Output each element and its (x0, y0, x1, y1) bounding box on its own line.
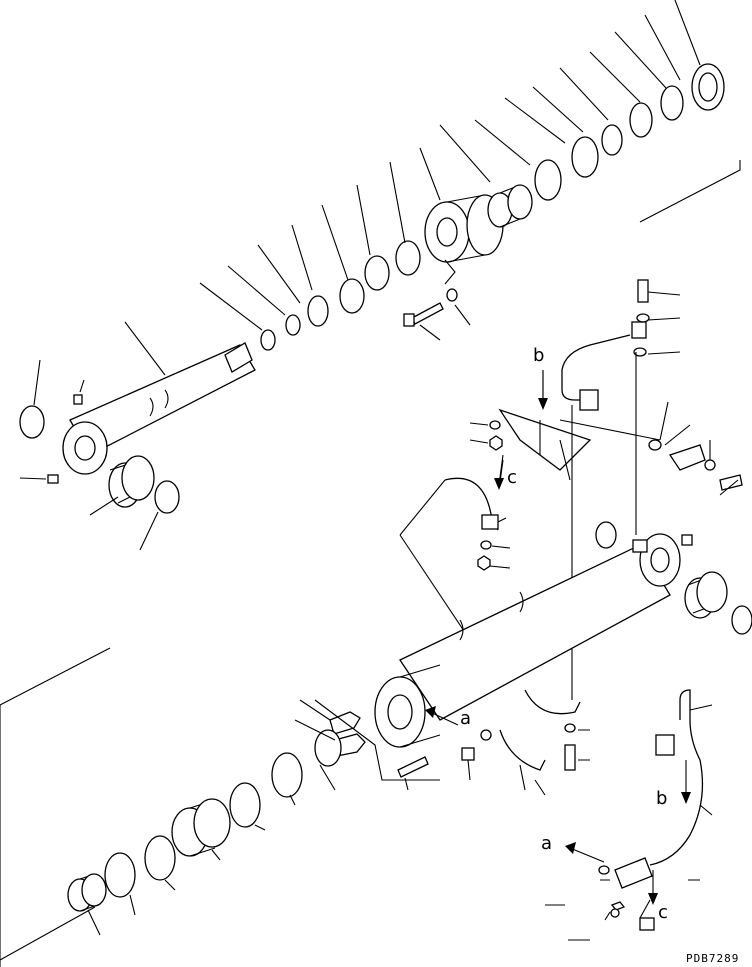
grease-fittings (47, 394, 83, 484)
callout-b-lower: b (656, 788, 667, 809)
piston-seal-rings (104, 729, 342, 898)
pipe-flange-right (648, 439, 743, 491)
callout-a-lower: a (541, 833, 552, 854)
arrow-b-lower (681, 760, 691, 804)
tube-flange (374, 664, 441, 748)
rod-bushing (108, 455, 155, 508)
arrow-a-lower (565, 842, 605, 863)
pipe-clamp-upper (498, 408, 592, 481)
arrow-c-lower (648, 870, 658, 905)
callout-a-mid: a (460, 708, 471, 729)
lower-pipe-leaders (545, 704, 713, 941)
arrow-b-upper (538, 370, 548, 410)
cylinder-tube (399, 533, 693, 721)
lower-leader-lines (0, 647, 590, 967)
callout-b-upper: b (533, 345, 544, 366)
arrow-c-upper (494, 454, 504, 490)
tube-bolts (397, 723, 576, 778)
callout-c-upper: c (507, 467, 517, 488)
piston-rod (62, 342, 256, 475)
arrow-a-mid (425, 706, 459, 726)
head-bolt (403, 288, 458, 327)
head-bushing (487, 184, 533, 228)
mid-leader-lines (399, 291, 739, 700)
piston-nut (67, 873, 107, 912)
callout-c-lower: c (658, 902, 668, 923)
upper-leader-lines (19, 0, 741, 551)
rod-seal-rings (260, 240, 421, 351)
drawing-code: PDB7289 (686, 952, 739, 965)
hydraulic-pipe-upper (561, 279, 650, 411)
hydraulic-pipe-lower (598, 689, 704, 931)
tube-bushing (595, 521, 752, 635)
piston (171, 798, 231, 857)
mid-washers (489, 420, 503, 451)
clamp-c (444, 477, 499, 571)
head-seal-rings (534, 63, 725, 201)
rod-dust-seal-left (19, 405, 180, 514)
